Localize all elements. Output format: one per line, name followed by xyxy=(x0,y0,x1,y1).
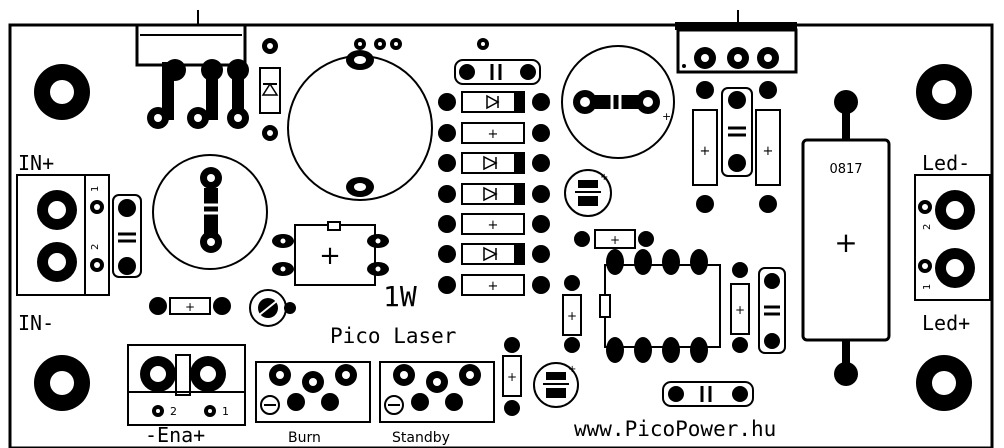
vertical-capacitor-b xyxy=(721,87,753,177)
power-resistor: 0817 + xyxy=(801,90,891,386)
website-label: www.PicoPower.hu xyxy=(574,417,776,441)
regulator-diode xyxy=(259,38,281,141)
ic-resistor-right: + xyxy=(730,262,750,353)
small-capacitor-mid: + xyxy=(564,169,612,217)
component-column: + + xyxy=(438,91,550,296)
voltage-regulator xyxy=(135,10,249,129)
svg-text:+: + xyxy=(488,218,499,233)
input-capacitor xyxy=(112,194,142,278)
diode-1 xyxy=(438,91,550,113)
burn-label: Burn xyxy=(288,430,321,446)
svg-text:+: + xyxy=(700,144,711,159)
vertical-resistor-a: + xyxy=(692,81,718,213)
in-pin-1-label: 1 xyxy=(90,186,101,192)
enable-pin-1-label: 1 xyxy=(222,405,229,418)
resistor-1: + xyxy=(438,122,550,144)
standby-label: Standby xyxy=(392,430,450,446)
diode-4 xyxy=(438,243,550,265)
left-resistor: + xyxy=(149,297,231,315)
top-ceramic-capacitor xyxy=(454,38,541,85)
svg-text:+: + xyxy=(610,233,620,247)
standby-resistor: + xyxy=(502,337,522,416)
led-connector xyxy=(914,174,991,301)
svg-text:+: + xyxy=(488,279,499,294)
mounting-hole-bottom-left xyxy=(34,355,90,411)
mounting-hole-bottom-right xyxy=(916,355,972,411)
resistor-3: + xyxy=(438,274,550,296)
led-minus-label: Led- xyxy=(922,151,970,175)
enable-pin-2-label: 2 xyxy=(170,405,177,418)
svg-text:+: + xyxy=(735,303,745,317)
svg-text:+: + xyxy=(834,226,857,259)
led-pin-2-label: 2 xyxy=(922,224,933,230)
in-pin-2-label: 2 xyxy=(90,244,101,250)
inductor xyxy=(287,38,433,201)
resistor-2: + xyxy=(438,213,550,235)
power-label: 1W xyxy=(383,280,417,313)
electrolytic-capacitor-left xyxy=(152,154,268,270)
board-outline xyxy=(8,23,994,448)
led-plus-label: Led+ xyxy=(922,311,970,335)
input-connector xyxy=(16,174,110,296)
svg-text:+: + xyxy=(488,127,499,142)
mounting-hole-top-left xyxy=(34,64,90,120)
small-transistor: + xyxy=(272,221,389,286)
ic-resistor-top: + xyxy=(574,229,654,249)
svg-text:+: + xyxy=(763,144,774,159)
svg-text:+: + xyxy=(568,364,576,375)
enable-label: -Ena+ xyxy=(145,423,205,447)
led-pin-1-label: 1 xyxy=(922,284,933,290)
enable-connector: 2 1 xyxy=(127,344,246,426)
svg-text:+: + xyxy=(662,110,671,123)
electrolytic-capacitor-top: + xyxy=(561,45,675,159)
svg-text:+: + xyxy=(319,241,341,271)
ic-package xyxy=(599,249,721,363)
svg-text:+: + xyxy=(600,172,608,183)
ic-resistor-left: + xyxy=(562,275,582,353)
svg-text:+: + xyxy=(185,300,195,314)
standby-switch xyxy=(379,361,495,423)
burn-switch xyxy=(255,361,371,423)
in-minus-label: IN- xyxy=(18,311,54,335)
title-label: Pico Laser xyxy=(330,324,456,348)
diode-3 xyxy=(438,183,550,205)
svg-text:+: + xyxy=(507,370,517,384)
vertical-resistor-c: + xyxy=(755,81,781,213)
mounting-hole-top-right xyxy=(916,64,972,120)
diode-2 xyxy=(438,152,550,174)
small-capacitor-bottom: + xyxy=(533,362,579,408)
in-plus-label: IN+ xyxy=(18,151,54,175)
ic-capacitor-bottom xyxy=(662,381,754,407)
output-transistor xyxy=(675,10,798,74)
trimmer-potentiometer xyxy=(249,289,296,327)
resistor-code-label: 0817 xyxy=(829,162,862,177)
ic-capacitor-right xyxy=(758,267,786,354)
svg-text:+: + xyxy=(567,309,577,323)
